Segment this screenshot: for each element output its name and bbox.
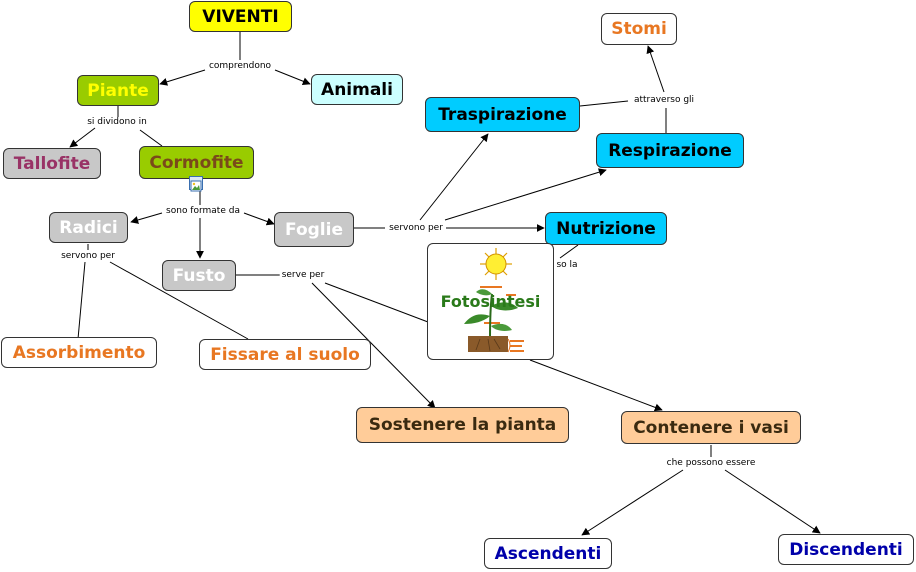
link-si-dividono-in: si dividono in [85,117,149,127]
node-respirazione[interactable]: Respirazione [596,133,744,168]
node-sostenere-la-pianta[interactable]: Sostenere la pianta [356,407,569,443]
fotosintesi-label: Fotosintesi [440,292,541,311]
node-piante[interactable]: Piante [77,75,159,106]
node-cormofite[interactable]: Cormofite [139,146,254,179]
node-viventi[interactable]: VIVENTI [189,1,292,32]
node-animali[interactable]: Animali [311,74,403,105]
node-traspirazione[interactable]: Traspirazione [425,97,580,132]
link-servono-per-radici: servono per [59,251,117,261]
node-foglie[interactable]: Foglie [274,212,354,247]
node-tallofite[interactable]: Tallofite [3,148,101,179]
link-so-la: so la [554,260,580,270]
link-servono-per-foglie: servono per [387,223,445,233]
link-che-possono-essere: che possono essere [664,458,758,468]
node-fusto[interactable]: Fusto [162,260,236,291]
link-comprendono: comprendono [206,61,274,71]
node-assorbimento[interactable]: Assorbimento [1,337,157,368]
link-attraverso-gli: attraverso gli [631,95,697,105]
image-attachment-icon[interactable] [189,176,203,192]
sun-plant-icon [464,248,524,353]
link-serve-per: serve per [279,270,327,280]
node-discendenti[interactable]: Discendenti [778,534,914,565]
link-sono-formate-da: sono formate da [164,206,242,216]
node-stomi[interactable]: Stomi [601,13,677,45]
node-contenere-i-vasi[interactable]: Contenere i vasi [621,411,801,444]
node-nutrizione[interactable]: Nutrizione [545,212,667,245]
node-fissare-al-suolo[interactable]: Fissare al suolo [199,339,371,370]
node-fotosintesi[interactable]: Fotosintesi [427,243,554,360]
node-ascendenti[interactable]: Ascendenti [484,538,612,569]
node-radici[interactable]: Radici [49,212,128,243]
